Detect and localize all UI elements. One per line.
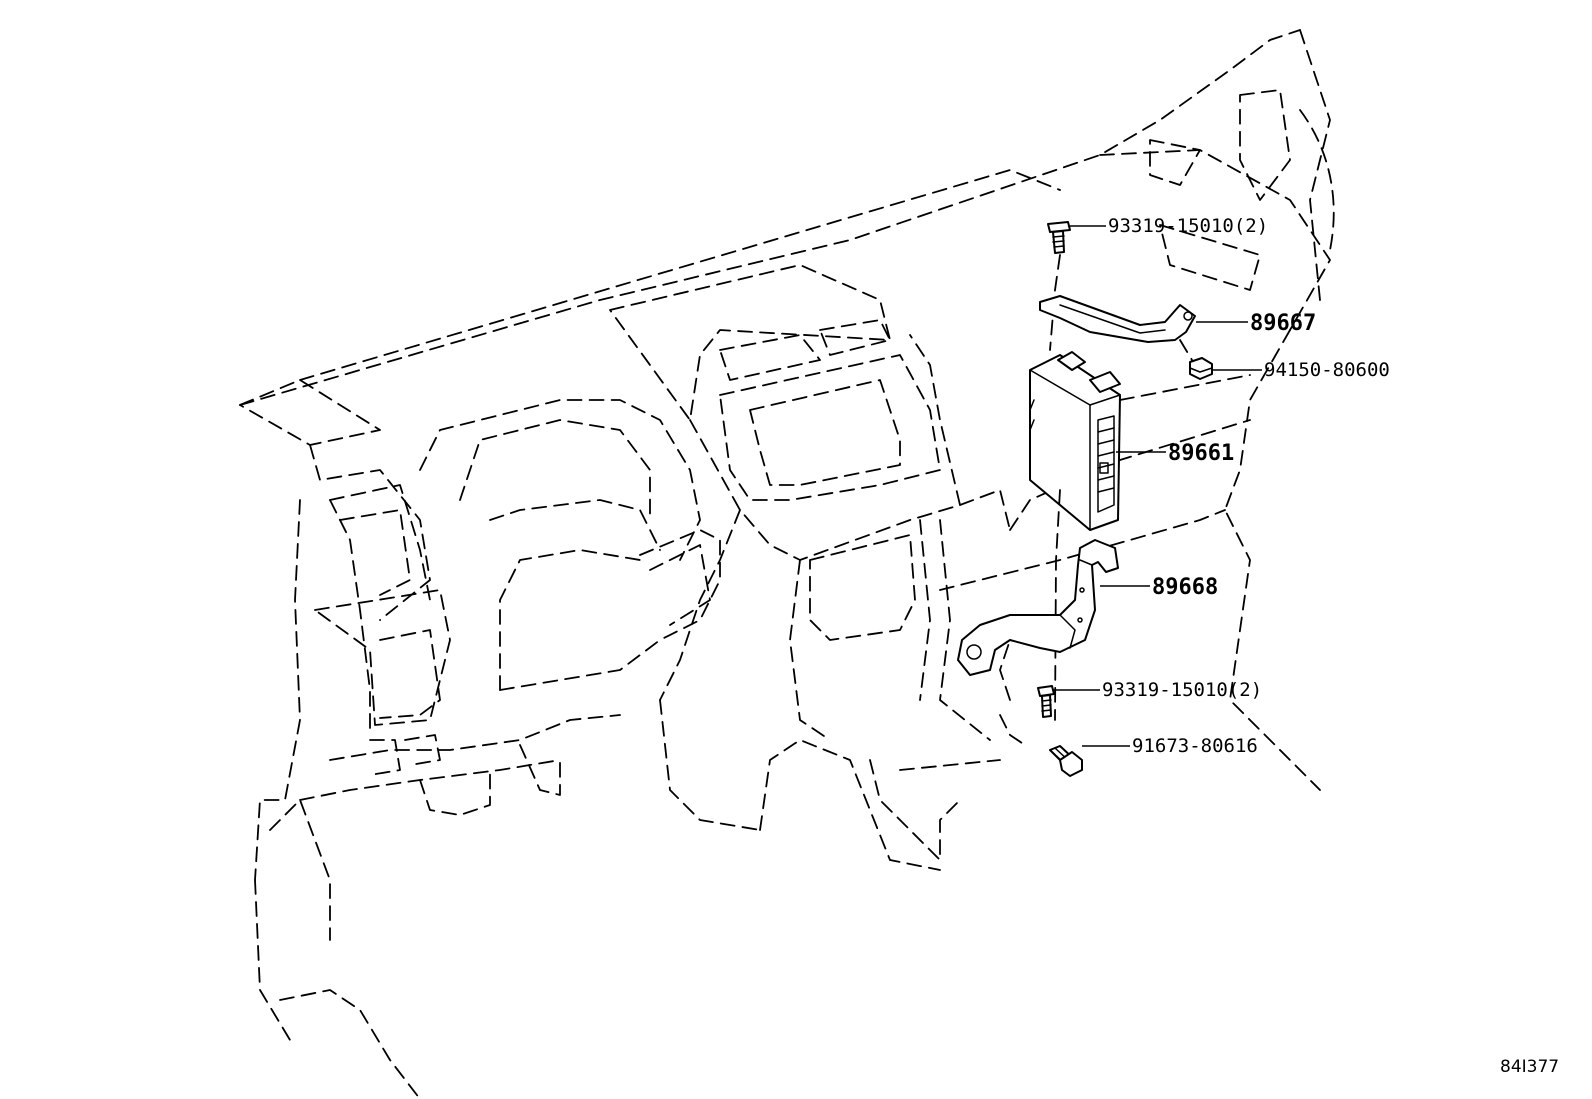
callout-bracket-lower: 89668 [1152, 575, 1218, 600]
bracket-lower-part [957, 539, 1119, 676]
dashboard-phantom-outline [239, 29, 1335, 1099]
leader-lines [1053, 225, 1262, 747]
callout-bolt: 91673-80616 [1132, 735, 1258, 757]
callout-bracket-upper: 89667 [1250, 311, 1316, 336]
screw-upper-guide [1049, 254, 1061, 351]
callout-nut: 94150-80600 [1264, 359, 1390, 381]
nut-guide [1179, 339, 1193, 361]
bolt-part [1049, 745, 1083, 777]
screw-lower-part [1037, 685, 1055, 718]
nut-part [1189, 357, 1213, 380]
control-module-part [1029, 351, 1121, 531]
illustration-code: 84I377 [1500, 1057, 1559, 1077]
screw-upper-part [1047, 221, 1071, 254]
bracket-upper-part [1039, 295, 1196, 343]
callout-screw-lower: 93319-15010(2) [1102, 679, 1262, 701]
callout-screw-upper: 93319-15010(2) [1108, 215, 1268, 237]
callout-control-module: 89661 [1168, 441, 1234, 466]
module-lower-guide [1054, 489, 1061, 721]
